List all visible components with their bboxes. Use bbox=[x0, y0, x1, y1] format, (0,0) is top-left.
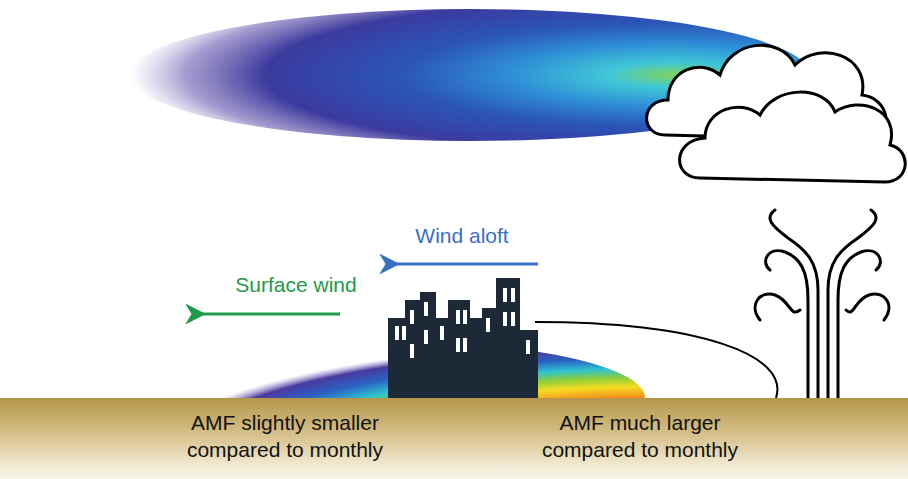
convection-swirls bbox=[755, 210, 889, 398]
wind-label: Surface wind bbox=[235, 271, 356, 298]
ground-annotation: AMF slightly smaller compared to monthly bbox=[160, 409, 410, 463]
boundary-layer-line bbox=[535, 322, 777, 398]
wind-aloft-arrow bbox=[396, 263, 538, 266]
ground-band: AMF slightly smaller compared to monthly… bbox=[0, 398, 908, 479]
wind-label: Wind aloft bbox=[415, 222, 508, 249]
surface-wind-arrow bbox=[202, 313, 340, 316]
ground-annotation: AMF much larger compared to monthly bbox=[515, 409, 765, 463]
city-buildings bbox=[388, 278, 538, 398]
cloud bbox=[647, 45, 906, 182]
